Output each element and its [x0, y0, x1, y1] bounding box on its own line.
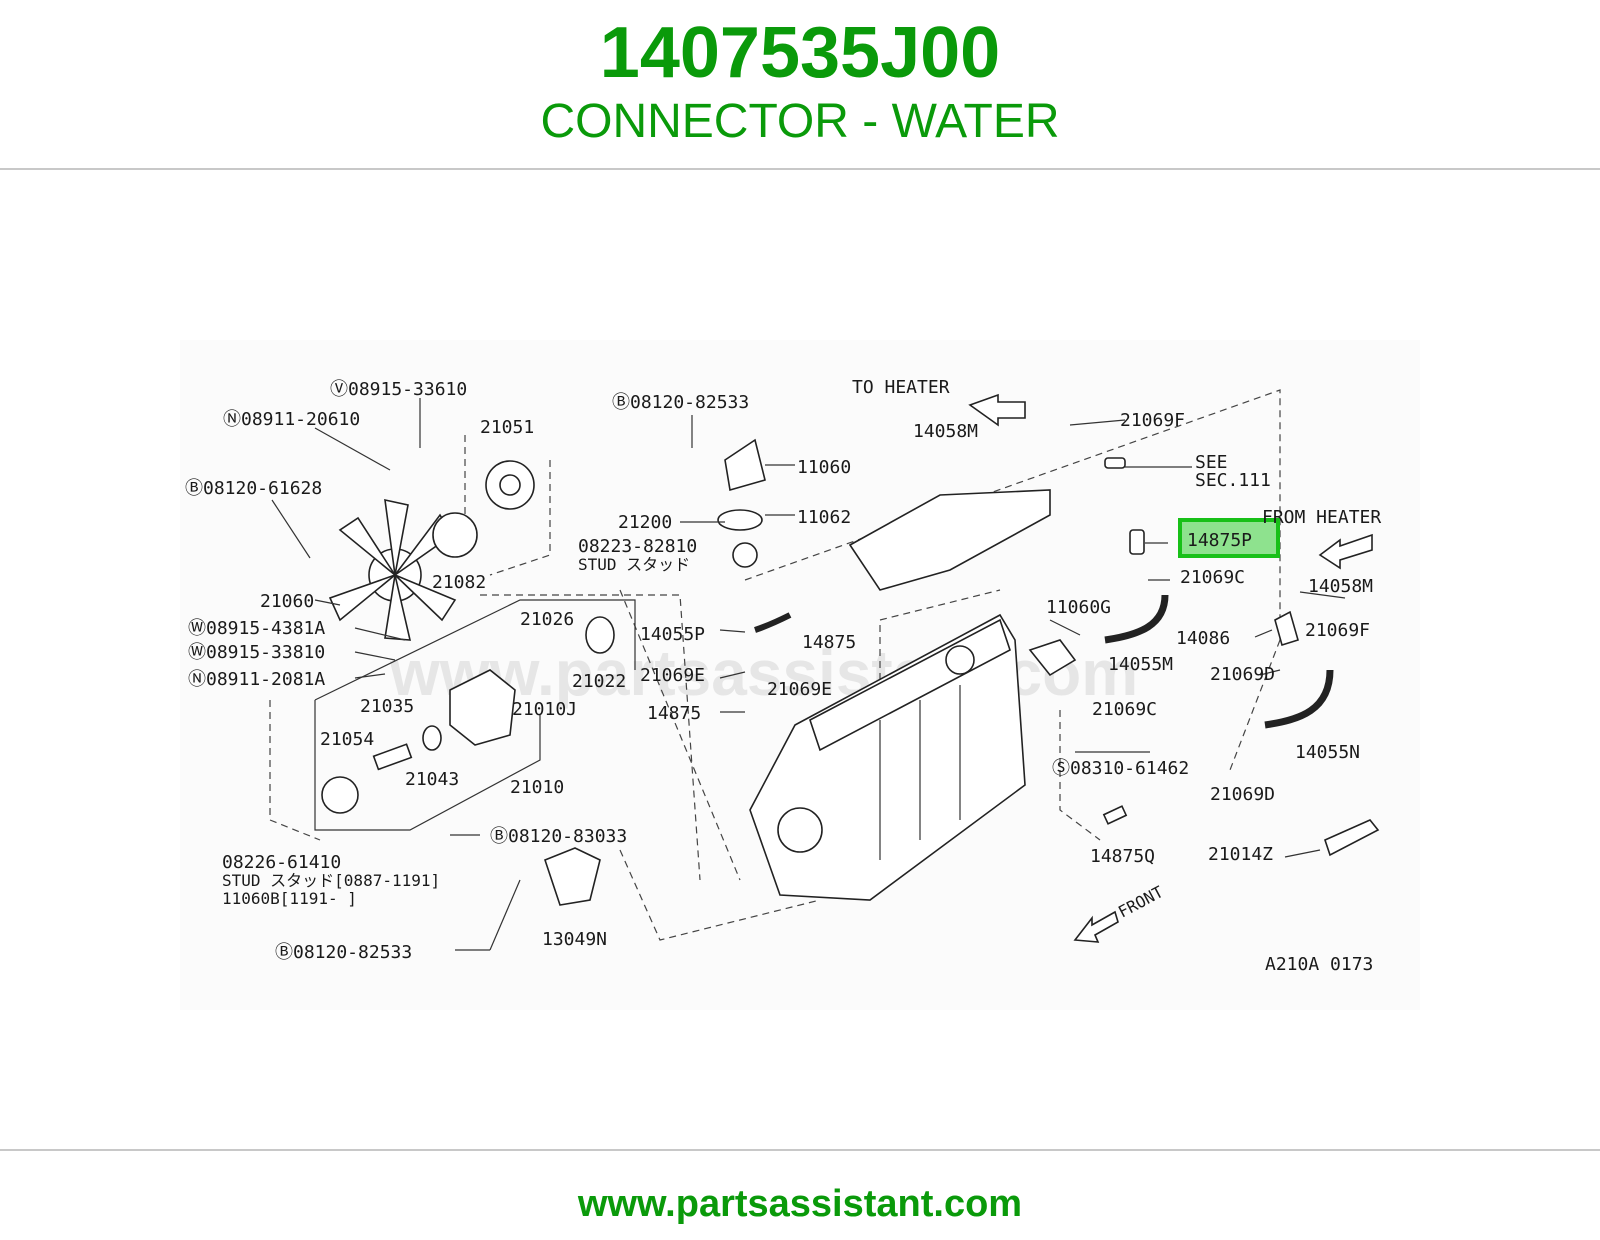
callout-leaders — [271, 398, 1346, 951]
callout-label: 11060 — [797, 457, 851, 478]
pipe-11060g-icon — [1028, 639, 1077, 677]
callout-label: 08226-61410 — [222, 852, 341, 873]
callout-label: 21069E — [640, 665, 705, 686]
callout-label: FRONT — [1115, 882, 1167, 922]
callout-label: 21054 — [320, 729, 374, 750]
callout-label: TO HEATER — [852, 377, 950, 398]
diagram-drawing: www.partsassistant.com — [185, 377, 1381, 975]
pump-assembly-frame — [314, 599, 636, 831]
callout-label: FROM HEATER — [1262, 507, 1381, 528]
sealant-tube-icon — [1324, 819, 1380, 857]
thermostat-icon — [732, 542, 758, 568]
highlighted-part-box[interactable] — [1178, 518, 1280, 558]
page-header: 1407535J00 CONNECTOR - WATER — [0, 0, 1600, 168]
callout-label: 21200 — [618, 512, 672, 533]
from-heater-arrow-icon — [1318, 533, 1373, 570]
callout-label: 11060G — [1046, 597, 1111, 618]
to-heater-arrow-icon — [968, 393, 1026, 427]
callout-label: 11062 — [797, 507, 851, 528]
drawing-code: A210A 0173 — [1265, 954, 1373, 975]
thermostat-housing-icon — [724, 438, 766, 492]
switch-14875q-icon — [1102, 805, 1128, 825]
part-number-title: 1407535J00 — [599, 13, 1001, 93]
callout-label: 21014Z — [1208, 844, 1273, 865]
callout-label: SEC.111 — [1195, 470, 1271, 491]
callout-label: 11060B[1191- ] — [222, 889, 357, 908]
pump-shaft-icon — [372, 743, 413, 771]
footer-website-link[interactable]: www.partsassistant.com — [577, 1183, 1023, 1225]
callout-label: STUD スタッド — [578, 555, 690, 574]
hose-14055p — [754, 612, 792, 633]
callout-label: 14058M — [1308, 576, 1373, 597]
part-description: CONNECTOR - WATER — [540, 95, 1060, 148]
callout-label: Ⓝ08911-2081A — [188, 669, 325, 690]
callout-label: 14875Q — [1090, 846, 1155, 867]
callout-label: 21043 — [405, 769, 459, 790]
pump-gasket-icon — [422, 725, 442, 751]
callout-label: 21022 — [572, 671, 626, 692]
callout-label: 14055N — [1295, 742, 1360, 763]
callout-label: 21069D — [1210, 784, 1275, 805]
callout-label: Ⓑ08120-61628 — [185, 478, 322, 499]
callout-label: 21082 — [432, 572, 486, 593]
callout-label: Ⓢ08310-61462 — [1052, 758, 1189, 779]
callout-label: 21069C — [1092, 699, 1157, 720]
callout-label: 13049N — [542, 929, 607, 950]
hose-14055n — [1264, 669, 1334, 729]
callout-label: 14086 — [1176, 628, 1230, 649]
callout-label: Ⓦ08915-4381A — [188, 618, 325, 639]
pump-pulley-icon — [321, 776, 359, 814]
callout-label: Ⓑ08120-82533 — [275, 942, 412, 963]
callout-label: 21069F — [1305, 620, 1370, 641]
callout-label: Ⓑ08120-83033 — [490, 826, 627, 847]
fan-clutch-icon — [432, 512, 478, 558]
callout-label: 21010J — [512, 699, 577, 720]
callout-label: 21035 — [360, 696, 414, 717]
thermostat-gasket-icon — [717, 509, 763, 531]
hose-14055m — [1104, 594, 1169, 644]
callout-label: 14875 — [647, 703, 701, 724]
callout-label: 21069F — [1120, 410, 1185, 431]
callout-label: Ⓦ08915-33810 — [188, 642, 325, 663]
callout-label: SEE — [1195, 452, 1228, 473]
callout-label: 21051 — [480, 417, 534, 438]
sensor-icon — [1104, 457, 1126, 469]
callout-label: Ⓑ08120-82533 — [612, 392, 749, 413]
front-arrow-icon — [1073, 910, 1119, 943]
callout-label: 21069C — [1180, 567, 1245, 588]
callout-label: 14058M — [913, 421, 978, 442]
callout-label: 21069D — [1210, 664, 1275, 685]
connector-14086-icon — [1274, 610, 1299, 647]
header-divider — [0, 168, 1600, 170]
callout-labels: Ⓥ08915-33610 Ⓝ08911-20610 21051 Ⓑ08120-6… — [185, 377, 1381, 963]
callout-label: 14055M — [1108, 654, 1173, 675]
cooling-fan-icon — [328, 498, 457, 641]
callout-label: 14875 — [802, 632, 856, 653]
callout-label: 21010 — [510, 777, 564, 798]
callout-label: 21026 — [520, 609, 574, 630]
callout-label: 08223-82810 — [578, 536, 697, 557]
callout-label: Ⓥ08915-33610 — [330, 379, 467, 400]
engine-block-icon — [749, 613, 1026, 901]
water-manifold-icon — [848, 489, 1051, 591]
water-pump-icon — [449, 669, 516, 746]
callout-label: 14055P — [640, 624, 705, 645]
callout-label: 21060 — [260, 591, 314, 612]
connector-14875p-icon — [1129, 529, 1145, 555]
highlighted-part-label[interactable]: 14875P — [1187, 530, 1252, 551]
callout-label: 21069E — [767, 679, 832, 700]
pulley-hub-icon — [499, 474, 521, 496]
footer-divider — [0, 1149, 1600, 1151]
callout-label: STUD スタッド[0887-1191] — [222, 871, 440, 890]
outlet-13049n-icon — [544, 847, 601, 906]
callout-label: Ⓝ08911-20610 — [223, 409, 360, 430]
impeller-icon — [585, 616, 615, 654]
parts-diagram: www.partsassistant.com — [180, 340, 1420, 1010]
